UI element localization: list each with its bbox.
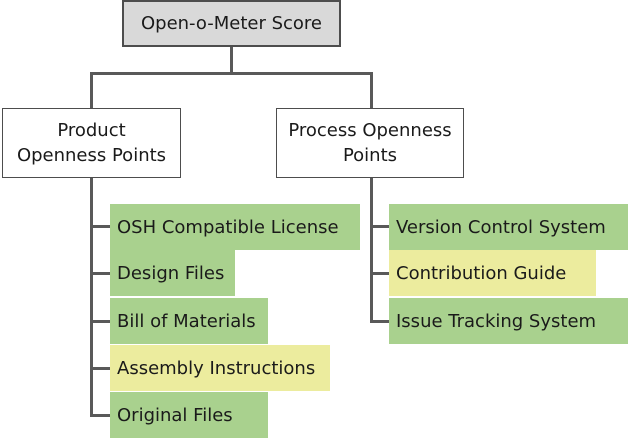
leaf-node-label: Contribution Guide: [396, 262, 567, 284]
connector-root-down: [230, 47, 233, 74]
connector-product-branch-3: [90, 320, 110, 323]
leaf-node-label: Bill of Materials: [117, 310, 256, 332]
connector-process-spine: [370, 178, 373, 322]
category-node-process-label-line1: Process Openness: [288, 120, 452, 141]
category-node-product-label-line1: Product: [57, 120, 126, 141]
leaf-node-issue-tracking-system: Issue Tracking System: [389, 298, 628, 344]
connector-product-branch-1: [90, 225, 110, 228]
leaf-node-version-control-system: Version Control System: [389, 204, 628, 250]
leaf-node-label: Design Files: [117, 262, 225, 284]
root-node-label: Open-o-Meter Score: [140, 13, 323, 34]
category-node-product-label-line2: Openness Points: [16, 145, 167, 166]
connector-horizontal: [90, 72, 372, 75]
leaf-node-label: Original Files: [117, 404, 233, 426]
connector-to-process: [370, 72, 373, 108]
connector-product-spine: [90, 178, 93, 416]
category-node-process-label-line2: Points: [342, 145, 398, 166]
category-node-process: Process Openness Points: [276, 108, 464, 178]
leaf-node-contribution-guide: Contribution Guide: [389, 250, 596, 296]
leaf-node-original-files: Original Files: [110, 392, 268, 438]
connector-product-branch-2: [90, 272, 110, 275]
connector-process-branch-1: [370, 225, 390, 228]
leaf-node-bill-of-materials: Bill of Materials: [110, 298, 268, 344]
category-node-product: Product Openness Points: [2, 108, 181, 178]
leaf-node-label: OSH Compatible License: [117, 216, 339, 238]
connector-product-branch-4: [90, 367, 110, 370]
leaf-node-label: Assembly Instructions: [117, 357, 316, 379]
leaf-node-osh-compatible-license: OSH Compatible License: [110, 204, 360, 250]
connector-to-product: [90, 72, 93, 108]
connector-process-branch-3: [370, 320, 390, 323]
connector-process-branch-2: [370, 272, 390, 275]
root-node: Open-o-Meter Score: [122, 0, 341, 47]
leaf-node-label: Version Control System: [396, 216, 606, 238]
leaf-node-label: Issue Tracking System: [396, 310, 597, 332]
leaf-node-assembly-instructions: Assembly Instructions: [110, 345, 330, 391]
leaf-node-design-files: Design Files: [110, 250, 235, 296]
connector-product-branch-5: [90, 414, 110, 417]
